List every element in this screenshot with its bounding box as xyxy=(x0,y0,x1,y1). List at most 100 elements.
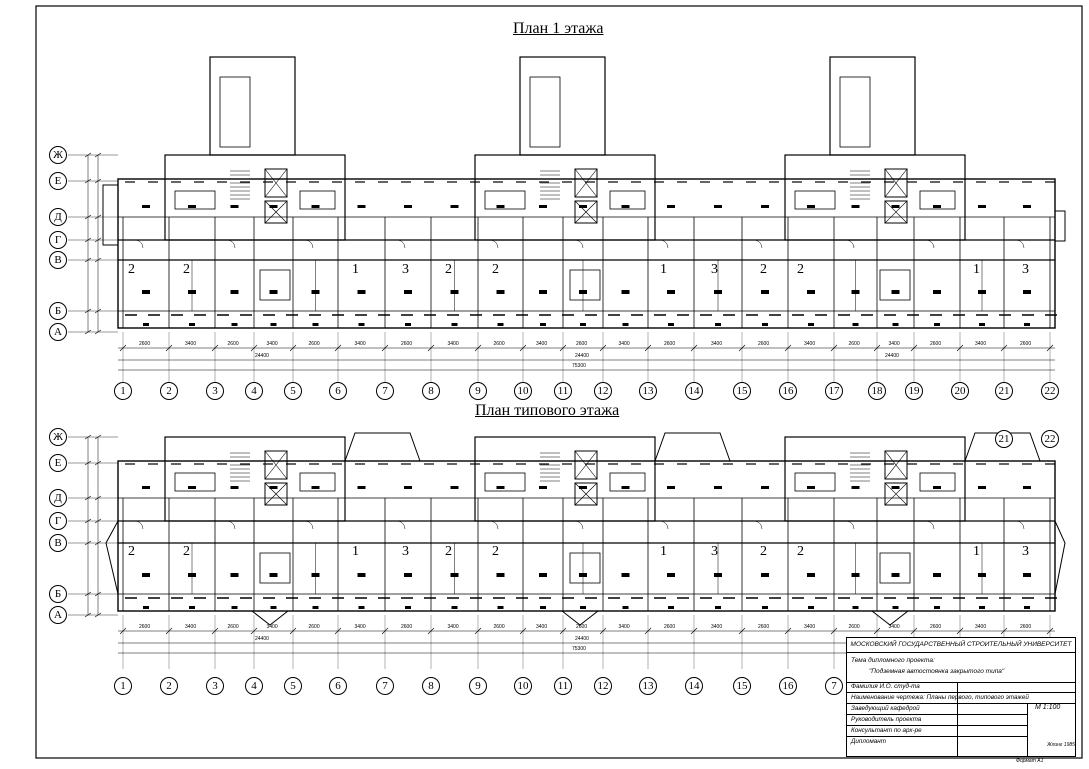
row-axis-bubble: Ж xyxy=(49,146,67,164)
furniture-mark xyxy=(891,573,900,577)
dimension-text: 2600 xyxy=(758,624,770,630)
row-axis-bubble: Б xyxy=(49,585,67,603)
furniture-mark xyxy=(933,486,941,489)
column-axis-bubble: 8 xyxy=(422,382,440,400)
section-core xyxy=(164,154,346,241)
furniture-mark xyxy=(1024,323,1030,326)
furniture-mark xyxy=(580,323,586,326)
furniture-mark xyxy=(667,486,675,489)
dimension-tick xyxy=(474,627,482,635)
room-number: 3 xyxy=(711,544,718,559)
room-number: 1 xyxy=(660,544,667,559)
dimension-tick xyxy=(519,344,527,352)
furniture-mark xyxy=(496,573,505,577)
dimension-text: 3400 xyxy=(888,624,900,630)
signature-text: Жлинг 1985 xyxy=(1047,742,1075,748)
furniture-mark xyxy=(667,573,675,577)
door-swing xyxy=(574,520,584,530)
furniture-mark xyxy=(231,323,238,326)
dimension-tick xyxy=(94,178,102,184)
furniture-mark xyxy=(311,573,320,577)
dimension-tick xyxy=(519,627,527,635)
section-core xyxy=(164,436,346,522)
lift-cross xyxy=(264,200,288,224)
project-topic-label: Тема дипломного проекта: xyxy=(851,657,935,664)
furniture-mark xyxy=(404,573,412,577)
room-number: 2 xyxy=(492,544,499,559)
project-topic: Тема дипломного проекта: "Подземная авто… xyxy=(847,652,1075,683)
stamp-divider xyxy=(1027,704,1028,756)
furniture-mark xyxy=(312,606,319,609)
column-axis-bubble: 14 xyxy=(685,677,703,695)
furniture-mark xyxy=(450,486,459,489)
furniture-mark xyxy=(852,323,859,326)
bathroom xyxy=(609,190,646,210)
bathroom xyxy=(794,472,836,492)
stair-tower xyxy=(519,56,606,156)
dimension-text: 3400 xyxy=(618,341,630,347)
dimension-tick xyxy=(165,627,173,635)
loggia xyxy=(654,432,731,462)
furniture-mark xyxy=(311,486,320,489)
bathroom xyxy=(259,552,291,584)
dimension-tick xyxy=(910,627,918,635)
dimension-tick xyxy=(250,344,258,352)
dimension-tick xyxy=(84,518,92,524)
dimension-tick xyxy=(956,627,964,635)
furniture-mark xyxy=(189,323,195,326)
dimension-tick xyxy=(910,344,918,352)
room-number: 2 xyxy=(797,262,804,277)
door-swing xyxy=(134,520,144,530)
dimension-text: 3400 xyxy=(711,341,723,347)
furniture-mark xyxy=(714,205,722,208)
dimension-tick xyxy=(84,460,92,466)
dimension-text: 2600 xyxy=(1020,341,1032,347)
dimension-tick xyxy=(84,237,92,243)
column-axis-bubble: 21 xyxy=(995,430,1013,448)
furniture-mark xyxy=(539,573,547,577)
dimension-text: 3400 xyxy=(185,341,197,347)
dimension-tick xyxy=(94,257,102,263)
furniture-mark xyxy=(668,323,674,326)
furniture-mark xyxy=(230,205,239,208)
bathroom xyxy=(609,472,646,492)
room-number: 1 xyxy=(352,262,359,277)
row-axis-bubble: А xyxy=(49,606,67,624)
dimension-tick xyxy=(84,540,92,546)
furniture-mark xyxy=(933,573,941,577)
dimension-tick xyxy=(427,344,435,352)
lift-shaft xyxy=(264,482,288,506)
lift-shaft xyxy=(574,200,598,224)
furniture-mark xyxy=(621,290,630,294)
stair-tower xyxy=(829,56,916,156)
dimension-tick xyxy=(381,627,389,635)
dimension-tick xyxy=(94,540,102,546)
furniture-mark xyxy=(188,486,196,489)
furniture-mark xyxy=(978,486,986,489)
door-swing xyxy=(659,520,669,530)
column-axis-bubble: 21 xyxy=(995,382,1013,400)
furniture-mark xyxy=(404,205,412,208)
furniture-mark xyxy=(978,205,986,208)
dimension-text: 3400 xyxy=(447,341,459,347)
dimension-tick xyxy=(94,460,102,466)
dimension-text: 2600 xyxy=(758,341,770,347)
bathroom xyxy=(174,190,216,210)
dimension-text: 3400 xyxy=(266,341,278,347)
column-axis-bubble: 19 xyxy=(905,382,923,400)
dimension-tick xyxy=(599,344,607,352)
column-axis-bubble: 5 xyxy=(284,382,302,400)
room-number: 2 xyxy=(445,544,452,559)
dimension-text: 3400 xyxy=(804,341,816,347)
lift-cross xyxy=(264,450,288,480)
furniture-mark xyxy=(451,606,458,609)
dimension-tick xyxy=(784,627,792,635)
dimension-text: 2600 xyxy=(930,624,942,630)
dimension-tick xyxy=(94,434,102,440)
dimension-tick xyxy=(381,344,389,352)
section-core xyxy=(474,154,656,241)
dimension-tick xyxy=(830,344,838,352)
furniture-mark xyxy=(934,606,940,609)
furniture-mark xyxy=(539,290,547,294)
